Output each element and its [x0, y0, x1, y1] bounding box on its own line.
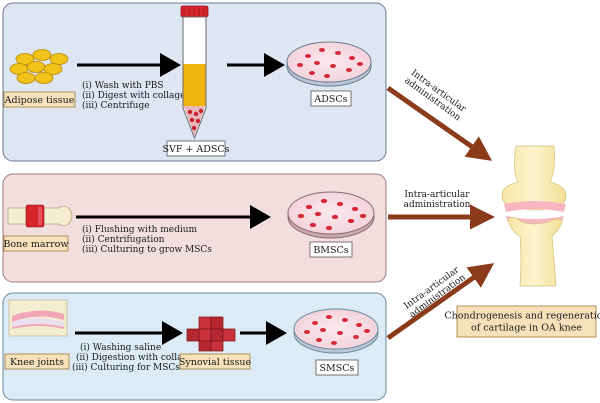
oa-knee-icon — [501, 145, 567, 287]
synovial-step-2: (ii) Digestion with collagenase — [76, 352, 215, 363]
bone-marrow-label: Bone marrow — [3, 239, 68, 250]
arrow-smscs-to-knee — [386, 263, 495, 341]
route-label-top: Intra-articular administration — [402, 68, 468, 123]
petri-dish-bmscs-icon — [287, 191, 375, 239]
synovial-step-3: (iii) Culturing for MSCs — [72, 362, 180, 373]
knee-joints-label-box — [4, 353, 70, 370]
bone-marrow-step-2: (ii) Centrifugation — [82, 234, 165, 245]
knee-joints-label: Knee joints — [10, 357, 64, 368]
route-label-middle-line1: Intra-articular — [404, 190, 470, 200]
adscs-label-box — [310, 90, 352, 107]
bone-marrow-icon — [7, 204, 73, 228]
adipose-step-1: (i) Wash with PBS — [82, 80, 164, 91]
synovial-steps: (i) Washing saline (ii) Digestion with c… — [72, 342, 215, 373]
synovial-step-1: (i) Washing saline — [80, 342, 161, 353]
adscs-label: ADSCs — [313, 94, 347, 105]
adipose-steps: (i) Wash with PBS (ii) Digest with colla… — [82, 80, 207, 111]
adipose-step-2: (ii) Digest with collagenase — [82, 90, 207, 101]
tube-label: SVF + ADSCs — [162, 144, 229, 155]
synovial-tissue-label: Synovial tissue — [179, 357, 252, 368]
petri-dish-smscs-icon — [293, 308, 379, 354]
route-label-middle: Intra-articular administration — [404, 190, 471, 210]
smscs-label-box — [315, 359, 359, 376]
panel-synovial — [2, 292, 387, 401]
adipose-label: Adipose tissue — [4, 95, 75, 106]
petri-dish-adscs-icon — [286, 41, 372, 87]
knee-joint-icon — [8, 299, 68, 337]
smscs-label: SMSCs — [320, 363, 355, 374]
synovial-tissue-label-box — [179, 353, 251, 370]
bone-marrow-step-3: (iii) Culturing to grow MSCs — [82, 244, 212, 255]
bone-marrow-label-box — [3, 235, 69, 252]
bmscs-label: BMSCs — [313, 245, 348, 256]
outcome-label-line2: of cartilage in OA knee — [471, 323, 582, 334]
adipose-step-3: (iii) Centrifuge — [82, 100, 150, 111]
outcome-label-line1: Chondrogenesis and regeneration — [444, 311, 600, 322]
tube-label-box — [166, 140, 226, 157]
adipose-label-box — [3, 91, 76, 108]
bmscs-label-box — [309, 241, 353, 258]
bone-marrow-steps: (i) Flushing with medium (ii) Centrifuga… — [82, 224, 212, 255]
bone-marrow-step-1: (i) Flushing with medium — [82, 224, 198, 235]
synovial-tissue-icon — [186, 316, 236, 352]
outcome-label-box — [456, 305, 597, 338]
route-label-middle-line2: administration — [404, 200, 471, 210]
centrifuge-tube-icon — [180, 5, 209, 140]
panel-bone-marrow — [2, 173, 387, 283]
adipose-tissue-icon — [9, 49, 69, 84]
arrow-adscs-to-knee — [386, 85, 493, 161]
